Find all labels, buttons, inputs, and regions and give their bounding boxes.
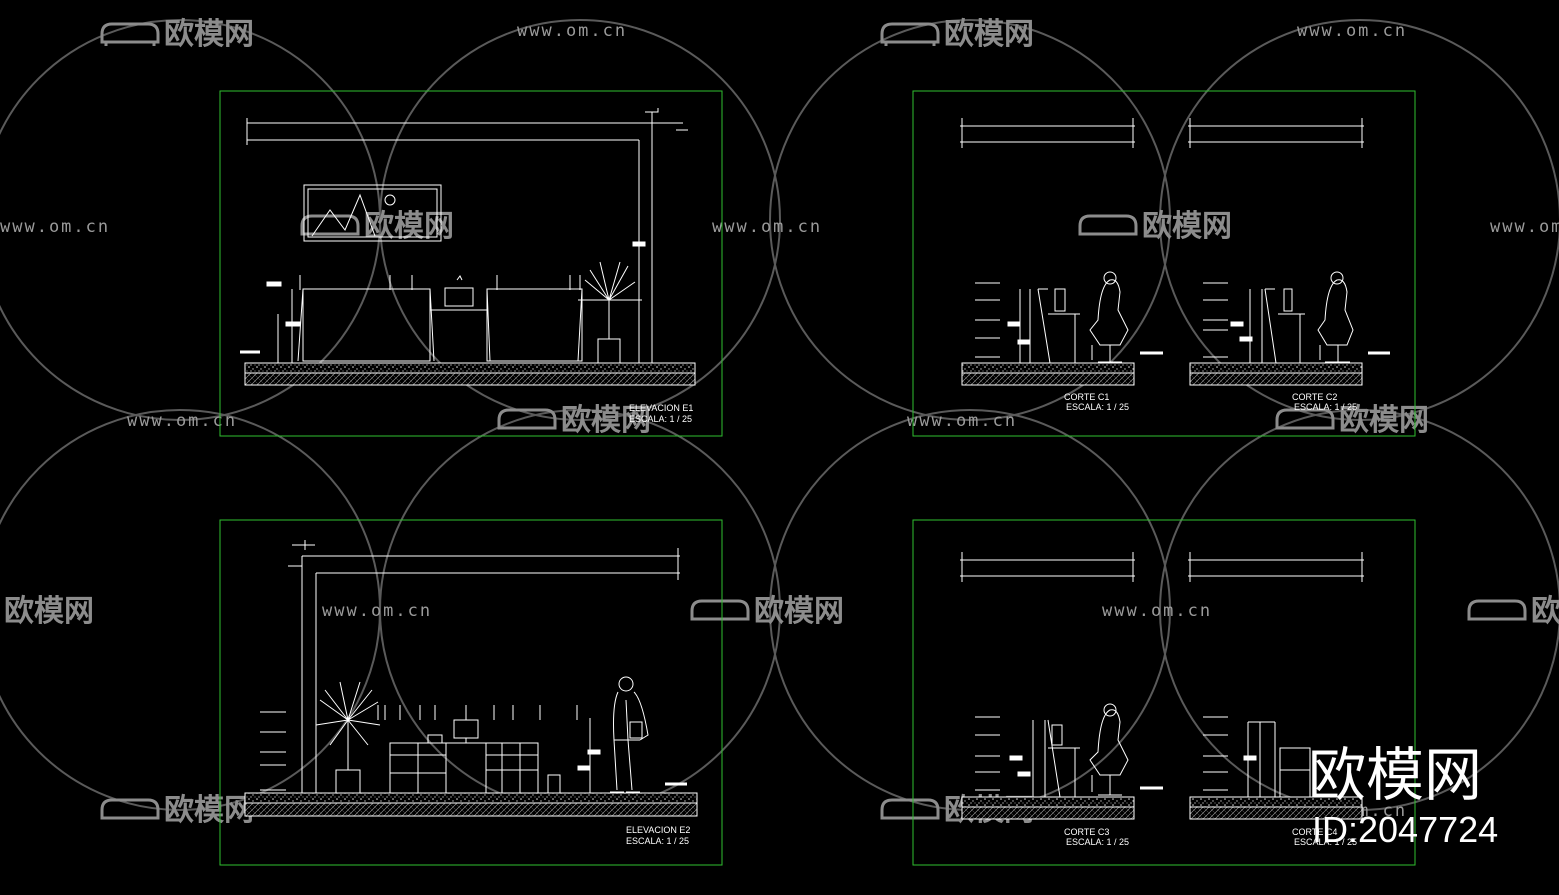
watermark-brand: 欧模网 [561,403,651,438]
panel-scale: ESCALA: 1 / 25 [629,414,692,424]
watermark-brand: 欧模网 [944,17,1034,52]
sofa-icon [100,798,160,820]
sofa-icon [690,599,750,621]
sofa-icon [497,408,557,430]
panel-scale: ESCALA: 1 / 25 [1294,402,1357,412]
watermark-brand: 欧模网 [364,209,454,244]
watermark-url: www.om.cn [907,411,1017,431]
sofa-icon [100,22,160,46]
panel-frame [912,90,1416,437]
panel-title: CORTE C3 [1064,827,1109,837]
watermark-brand: 欧模网 [4,594,94,629]
id-label: ID:2047724 [1312,809,1498,850]
panel-title: ELEVACION E2 [626,825,690,835]
watermark-brand: 欧模网 [1142,209,1232,244]
watermark-url: www.om.cn [127,411,237,431]
panel-title: ELEVACION E1 [629,403,693,413]
watermark-url: www.om.cn [712,217,822,237]
panel-elevacion-e1: ELEVACION E1 ESCALA: 1 / 25 [219,90,723,437]
panel-scale: ESCALA: 1 / 25 [1294,837,1357,847]
panel-title: CORTE C1 [1064,392,1109,402]
watermark-brand: 欧模网 [1531,594,1559,629]
panel-scale: ESCALA: 1 / 25 [1066,837,1129,847]
panel-cortes-c1-c2: CORTE C1 ESCALA: 1 / 25 CORTE C2 ESCALA:… [912,90,1416,437]
panel-elevacion-e2: ELEVACION E2 ESCALA: 1 / 25 [219,519,723,866]
panel-frame [219,90,723,437]
watermark-circles [0,19,1559,811]
sofa-icon [1275,408,1335,430]
sofa-icon [1078,214,1138,236]
panel-cortes-c3-c4: CORTE C3 ESCALA: 1 / 25 CORTE C4 ESCALA:… [912,519,1416,866]
sofa-icon [300,214,360,236]
sofa-icon [880,22,940,46]
panel-title: CORTE C2 [1292,392,1337,402]
panel-scale: ESCALA: 1 / 25 [626,836,689,846]
watermark-url: www.om.cn [1102,601,1212,621]
watermark-brand: 欧模网 [164,793,254,828]
panel-title: CORTE C4 [1292,827,1337,837]
watermark-brand: 欧模网 [754,594,844,629]
sofa-icon [880,798,940,820]
sofa-icon [1467,599,1527,621]
watermark-urls: www.om.cn www.om.cn www.om.cn www.om.cn … [0,21,1559,821]
panel-frame [219,519,723,866]
watermark-url: www.om.cn [1297,21,1407,41]
watermark-url: www.om.cn [517,21,627,41]
watermark-url: www.om.cn [0,217,110,237]
watermark-brand: 欧模网 [1339,403,1429,438]
panel-scale: ESCALA: 1 / 25 [1066,402,1129,412]
brand-logo-text: 欧模网 [1308,741,1482,809]
panel-frame [912,519,1416,866]
watermark-brand: 欧模网 [164,17,254,52]
watermark-url: www.om.cn [1490,217,1559,237]
watermark-brands: 欧模网 欧模网 欧模网 欧模网 欧模网 欧模网 欧模网 欧模网 [4,17,1559,828]
watermark-url: www.om.cn [322,601,432,621]
